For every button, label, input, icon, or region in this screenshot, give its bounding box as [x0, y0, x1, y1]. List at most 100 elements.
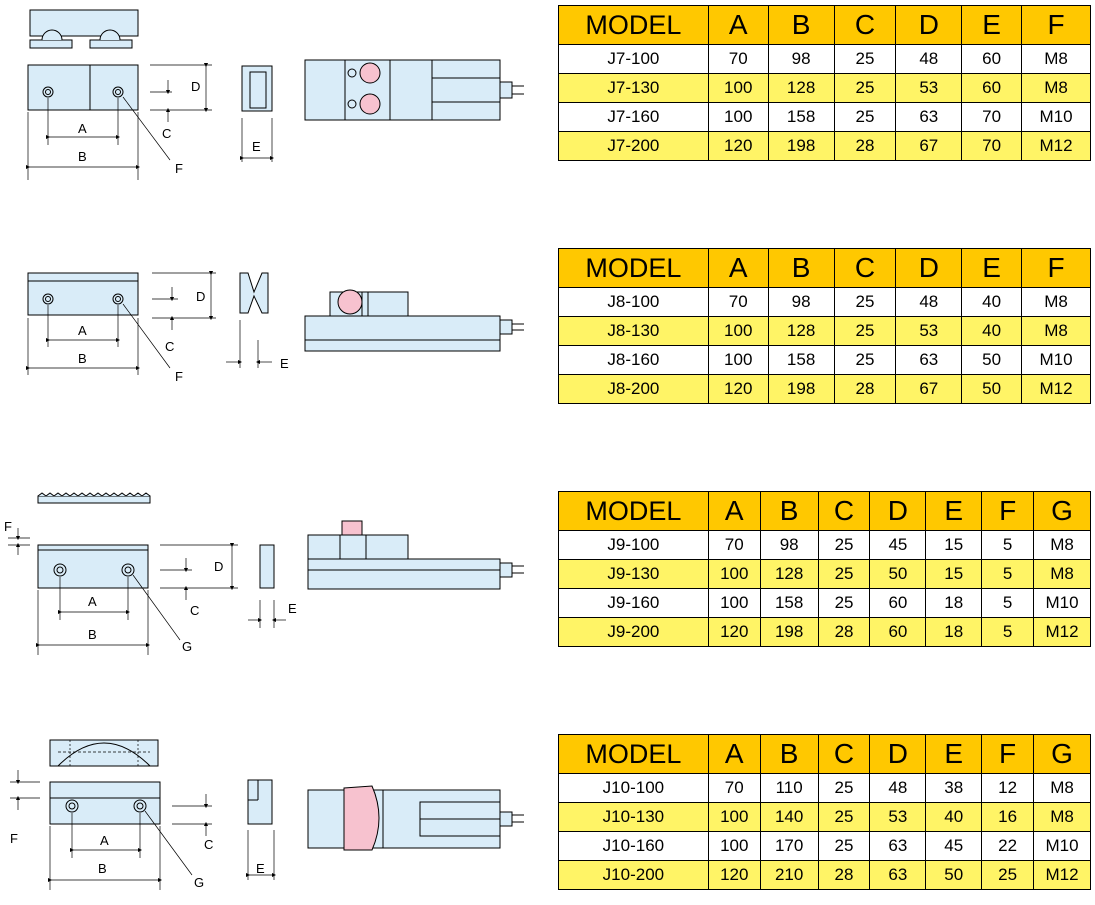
table-cell: 5	[981, 588, 1035, 618]
table-cell: 120	[707, 131, 769, 161]
column-header: C	[817, 734, 871, 774]
table-cell: M8	[1021, 73, 1091, 103]
table-cell: M12	[1033, 860, 1091, 890]
dim-label-e: E	[256, 861, 265, 876]
column-header: B	[759, 734, 819, 774]
dim-label-a: A	[78, 323, 87, 338]
table-cell: 70	[961, 102, 1023, 132]
table-cell: J9-160	[558, 588, 709, 618]
table-cell: 12	[981, 773, 1035, 803]
column-header: A	[707, 248, 769, 288]
table-cell: J10-200	[558, 860, 709, 890]
dim-label-d: D	[191, 79, 201, 94]
table-cell: M8	[1021, 316, 1091, 346]
table-cell: M8	[1033, 559, 1091, 589]
table-cell: 15	[925, 530, 983, 560]
table-cell: 25	[981, 860, 1035, 890]
table-cell: J9-100	[558, 530, 709, 560]
table-cell: M8	[1021, 44, 1091, 74]
table-cell: J8-200	[558, 374, 709, 404]
table-cell: 198	[767, 374, 835, 404]
dim-label-e: E	[288, 601, 297, 616]
table-cell: 38	[925, 773, 983, 803]
table-cell: 63	[895, 345, 963, 375]
technical-drawings	[8, 9, 524, 890]
table-cell: 40	[961, 316, 1023, 346]
table-cell: 100	[707, 345, 769, 375]
column-header: E	[961, 5, 1023, 45]
table-cell: J10-130	[558, 802, 709, 832]
table-cell: 18	[925, 617, 983, 647]
table-cell: 198	[759, 617, 819, 647]
table-cell: 28	[833, 131, 897, 161]
table-cell: 120	[707, 374, 769, 404]
column-header: F	[981, 491, 1035, 531]
dim-label-e: E	[252, 139, 261, 154]
dim-label-b: B	[78, 149, 87, 164]
table-cell: M8	[1021, 287, 1091, 317]
table-cell: 25	[833, 102, 897, 132]
column-header: D	[869, 734, 927, 774]
table-cell: 70	[707, 287, 769, 317]
dim-label-a: A	[100, 833, 109, 848]
table-cell: 15	[925, 559, 983, 589]
table-cell: 120	[707, 860, 761, 890]
table-cell: 40	[961, 287, 1023, 317]
j7-drawing	[25, 9, 524, 180]
dim-label-b: B	[98, 861, 107, 876]
table-header-row: MODEL A B C D E F G	[558, 491, 1091, 531]
table-cell: J7-200	[558, 131, 709, 161]
column-header: MODEL	[558, 248, 709, 288]
table-header-row: MODEL A B C D E F G	[558, 734, 1091, 774]
column-header: D	[895, 248, 963, 288]
table-cell: 70	[707, 773, 761, 803]
table-cell: 63	[869, 831, 927, 861]
dim-label-c: C	[204, 837, 214, 852]
table-cell: J9-130	[558, 559, 709, 589]
table-cell: 25	[817, 559, 871, 589]
column-header: E	[925, 491, 983, 531]
table-cell: 18	[925, 588, 983, 618]
table-cell: 100	[707, 831, 761, 861]
table-cell: 100	[707, 559, 761, 589]
table-cell: M12	[1021, 374, 1091, 404]
table-cell: J8-130	[558, 316, 709, 346]
table-cell: 50	[869, 559, 927, 589]
table-cell: 60	[869, 588, 927, 618]
column-header: E	[925, 734, 983, 774]
column-header: C	[833, 248, 897, 288]
table-cell: 98	[767, 287, 835, 317]
table-cell: 50	[925, 860, 983, 890]
table-cell: M8	[1033, 773, 1091, 803]
table-cell: J8-160	[558, 345, 709, 375]
table-cell: 5	[981, 617, 1035, 647]
table-cell: 158	[767, 345, 835, 375]
dim-label-c: C	[162, 126, 172, 141]
table-cell: 67	[895, 374, 963, 404]
table-cell: 100	[707, 73, 769, 103]
table-cell: 128	[767, 73, 835, 103]
table-cell: 170	[759, 831, 819, 861]
j8-drawing	[25, 270, 524, 375]
table-cell: 210	[759, 860, 819, 890]
dim-label-f: F	[4, 519, 12, 534]
table-cell: M10	[1021, 345, 1091, 375]
table-cell: 28	[817, 617, 871, 647]
column-header: A	[707, 734, 761, 774]
dim-label-c: C	[190, 603, 200, 618]
table-cell: 25	[817, 802, 871, 832]
table-cell: M12	[1033, 617, 1091, 647]
table-cell: 48	[869, 773, 927, 803]
table-cell: 70	[707, 530, 761, 560]
table-cell: 45	[925, 831, 983, 861]
dim-label-f: F	[10, 831, 18, 846]
table-cell: 16	[981, 802, 1035, 832]
